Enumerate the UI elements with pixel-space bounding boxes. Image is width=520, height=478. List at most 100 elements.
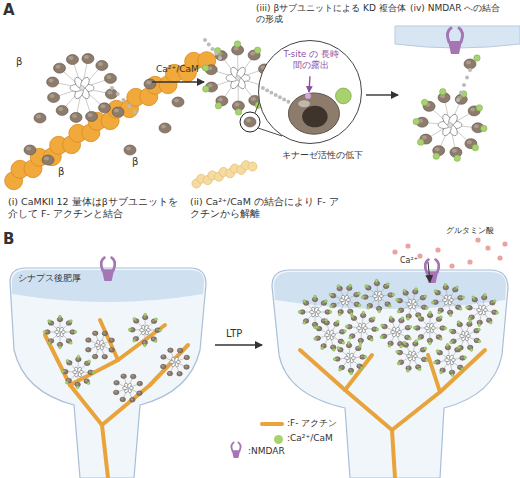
kinase-domain <box>369 318 374 323</box>
hub-center <box>314 311 316 313</box>
beta-bead <box>207 43 211 47</box>
legend-line-sample <box>262 422 282 426</box>
kinase-domain <box>86 111 98 121</box>
kinase-domain <box>144 79 156 89</box>
kinase-lobe <box>356 347 358 349</box>
cam-bead <box>69 320 72 323</box>
kinase-lobe <box>475 339 477 341</box>
legend-text: :F- アクチン <box>287 418 337 429</box>
glutamate-dot <box>405 243 410 248</box>
cam-bead <box>133 318 136 321</box>
kinase-lobe <box>100 104 105 108</box>
kinase-lobe <box>470 107 475 111</box>
kinase-lobe <box>131 375 133 377</box>
cam-bead <box>439 316 442 319</box>
cam-bead <box>418 368 421 371</box>
cam-bead <box>446 343 449 346</box>
arrow-label: Ca²⁺/CaM <box>156 64 199 75</box>
beta-bead <box>459 91 463 95</box>
kinase-lobe <box>453 288 455 290</box>
kinase-lobe <box>398 342 400 344</box>
hub-subunit <box>447 295 452 301</box>
kinase-lobe <box>491 301 493 303</box>
kinase-lobe <box>407 315 409 317</box>
kinase-domain <box>161 355 166 360</box>
kinase-lobe <box>26 147 31 151</box>
cam-bead <box>388 304 391 307</box>
nmdar-receptor <box>231 442 240 458</box>
kinase-domain <box>469 315 474 320</box>
kinase-lobe <box>161 365 163 367</box>
legend-swatch <box>274 435 283 444</box>
receptor-body <box>232 450 240 458</box>
kinase-lobe <box>422 358 424 360</box>
kinase-domain <box>104 73 116 83</box>
beta-bead <box>465 76 469 80</box>
cam-bead <box>461 367 464 370</box>
kinase-domain <box>114 381 119 386</box>
cam-bead <box>154 340 157 343</box>
hub-center <box>411 355 413 357</box>
hub-center <box>329 334 331 336</box>
cam-bead <box>315 326 318 329</box>
kinase-lobe <box>98 62 103 66</box>
kinase-domain <box>34 113 46 123</box>
kinase-lobe <box>350 334 352 336</box>
hub-center <box>349 357 351 359</box>
cam-bead <box>476 105 482 111</box>
cam-bead <box>425 307 428 310</box>
cam-bead <box>74 331 77 334</box>
kinase-domain <box>47 77 59 87</box>
cam-bead <box>403 289 406 292</box>
kinase-lobe <box>456 306 458 308</box>
cam-bead <box>337 347 340 350</box>
cam-bead <box>336 320 339 323</box>
kinase-domain <box>137 381 142 386</box>
hub-subunit <box>329 330 334 336</box>
kinase-domain <box>137 391 142 396</box>
kinase-lobe <box>428 339 430 341</box>
glutamate-dot <box>417 253 422 258</box>
beta-bead <box>286 100 290 104</box>
kinase-lobe <box>389 293 391 295</box>
hub-center <box>344 299 346 301</box>
cam-bead <box>431 301 434 304</box>
kinase-lobe <box>131 398 133 400</box>
cam-bead <box>87 382 90 385</box>
cam-bead <box>357 292 360 295</box>
cam-bead <box>234 41 240 47</box>
kinase-lobe <box>355 303 357 305</box>
kinase-lobe <box>152 337 154 339</box>
kinase-lobe <box>406 326 408 328</box>
kinase-lobe <box>421 296 423 298</box>
dendritic-spine <box>272 270 508 478</box>
beta-bead <box>269 91 273 95</box>
actin-filament <box>45 335 70 385</box>
cam-bead <box>396 350 399 353</box>
glutamate-dot <box>467 259 472 264</box>
kinase-domain <box>184 355 189 360</box>
receptor-body <box>102 269 115 281</box>
kinase-lobe <box>368 336 370 338</box>
cam-bead <box>466 306 469 309</box>
hub-subunit <box>377 291 382 297</box>
beta-bead <box>265 88 269 92</box>
cam-bead <box>254 47 260 53</box>
cam-bead <box>424 347 427 350</box>
kinase-lobe <box>89 371 91 373</box>
hub-subunit <box>447 113 459 127</box>
kinase-lobe <box>178 372 180 374</box>
kinase-lobe <box>76 383 78 385</box>
hub-center <box>395 331 397 333</box>
kinase-lobe <box>87 339 89 341</box>
actin-filament <box>300 350 345 390</box>
cam-bead <box>345 325 348 328</box>
kinase-domain <box>102 354 107 359</box>
kinase-lobe <box>340 366 342 368</box>
cam-bead <box>433 153 439 159</box>
kinase-domain <box>244 117 256 127</box>
kinase-domain <box>56 105 68 115</box>
cam-bead <box>143 344 146 347</box>
nmdar-receptor <box>101 258 115 281</box>
cam-bead <box>359 342 362 345</box>
